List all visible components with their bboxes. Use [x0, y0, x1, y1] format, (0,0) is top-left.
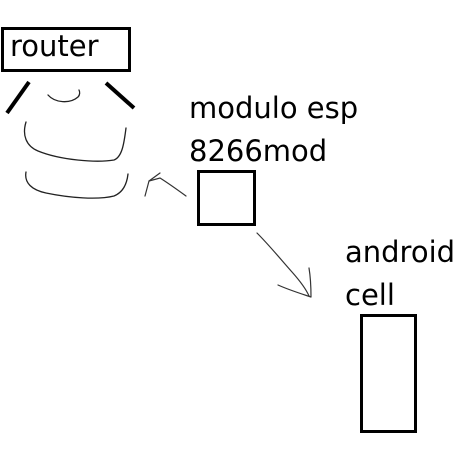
- esp-module-label-line2: 8266mod: [189, 134, 328, 168]
- wifi-signal-arc-medium: [23, 121, 127, 162]
- arrow-esp-to-android-head: [277, 267, 312, 298]
- esp-module-box: [197, 170, 256, 226]
- android-cell-box: [360, 314, 417, 433]
- wifi-signal-arc-large: [25, 171, 129, 199]
- router-left-antenna: [5, 80, 31, 115]
- router-label: router: [10, 29, 99, 63]
- arrow-esp-to-router-head: [144, 172, 161, 197]
- arrow-esp-to-android: [256, 232, 310, 297]
- esp-module-label-line1: modulo esp: [189, 91, 359, 125]
- router-box: [1, 27, 131, 72]
- android-cell-label-line2: cell: [345, 278, 395, 312]
- router-right-antenna: [104, 81, 136, 110]
- arrow-esp-to-router: [148, 177, 187, 197]
- android-cell-label-line1: android: [345, 235, 456, 269]
- wifi-signal-arc-small: [47, 89, 81, 103]
